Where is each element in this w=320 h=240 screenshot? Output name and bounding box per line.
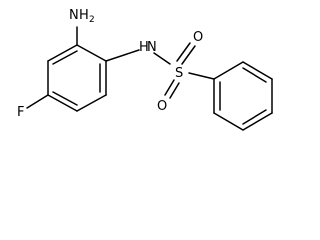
ring-a-bond-2 — [47, 44, 78, 62]
ring-b-inner-bond-2 — [242, 109, 267, 125]
chemical-structure-diagram: N H 2 H N S O O F — [17, 8, 273, 131]
sulfur-oxygen-bottom-bond-b — [169, 82, 180, 99]
ring-b-inner-bond-1 — [242, 67, 267, 83]
nh-nitrogen-label: N — [147, 40, 157, 55]
sulfur-oxygen-top-bond-b — [181, 45, 196, 65]
amino-subscript-label: 2 — [89, 15, 95, 25]
ring-to-nh-bond — [105, 49, 140, 62]
sulfur-oxygen-top-bond-a — [176, 42, 191, 62]
fluoro-bond — [26, 94, 49, 109]
ring-b-bond-5 — [213, 112, 244, 131]
ring-a-inner-bond-2 — [52, 91, 78, 106]
ring-a-bond-4 — [47, 94, 78, 112]
fluorine-label: F — [17, 105, 24, 120]
amino-hydrogen-label: H — [79, 8, 89, 23]
amino-nitrogen-label: N — [69, 8, 79, 23]
ring-b-bond-4 — [242, 112, 273, 131]
nh-to-sulfur-bond — [153, 52, 171, 65]
fluoroaniline-ring — [47, 44, 107, 112]
ring-a-bond-1 — [76, 44, 107, 62]
oxygen-top-label: O — [193, 30, 203, 45]
ring-b-bond-2 — [242, 61, 273, 80]
sulfur-oxygen-bottom-bond-a — [164, 79, 175, 96]
sulfur-to-phenyl-bond — [188, 72, 215, 80]
ring-a-bond-5 — [76, 94, 107, 112]
ring-b-bond-1 — [213, 61, 244, 80]
sulfur-label: S — [175, 66, 183, 81]
ring-a-inner-bond-1 — [52, 50, 78, 65]
nh-hydrogen-label: H — [139, 40, 149, 55]
phenyl-ring — [213, 61, 273, 131]
oxygen-bottom-label: O — [157, 99, 167, 114]
